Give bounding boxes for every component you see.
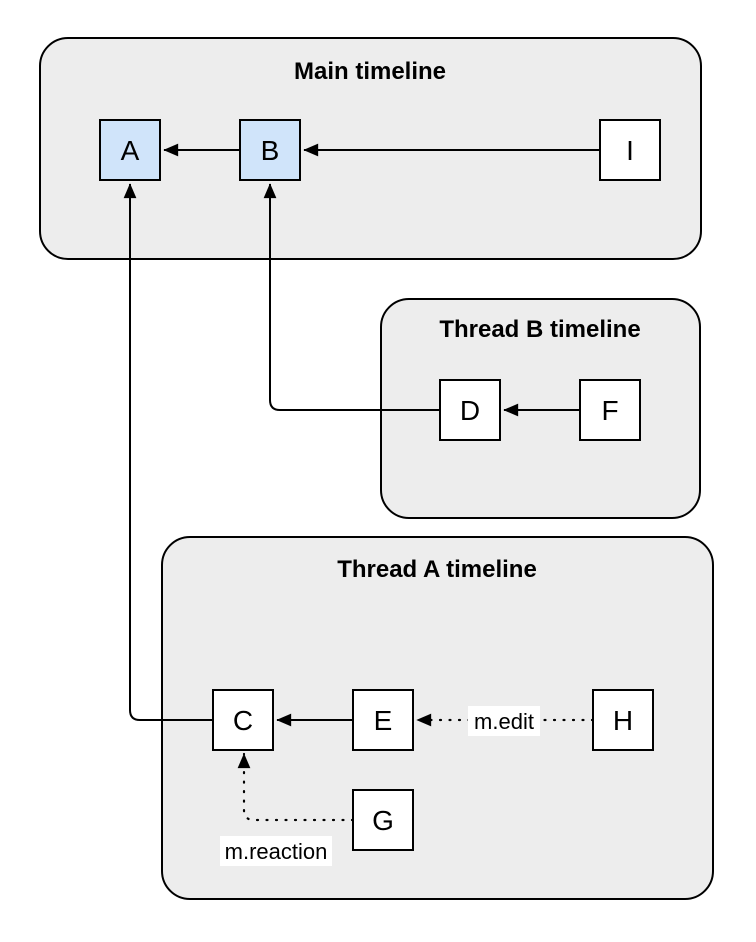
edge-label-m-edit-bg (468, 706, 540, 736)
node-a-label: A (121, 135, 140, 166)
node-a-box (99, 119, 161, 181)
node-e-box (352, 689, 414, 751)
node-f-box (579, 379, 641, 441)
thread-b-timeline-box (380, 298, 701, 519)
edge-label-m-edit-group: m.edit (468, 706, 540, 736)
edge-g-to-c (237, 752, 355, 822)
node-d-box (439, 379, 501, 441)
node-i: I (599, 119, 661, 181)
node-g: G (352, 789, 414, 851)
container-thread-b-timeline: Thread B timeline (380, 298, 701, 519)
node-b-box (239, 119, 301, 181)
node-g-box (352, 789, 414, 851)
container-main-timeline: Main timeline (39, 37, 702, 260)
node-h-label: H (613, 705, 633, 736)
main-timeline-title: Main timeline (294, 58, 446, 85)
node-c: C (212, 689, 274, 751)
thread-b-timeline-title: Thread B timeline (439, 316, 640, 343)
node-f: F (579, 379, 641, 441)
node-a: A (99, 119, 161, 181)
container-thread-a-timeline: Thread A timeline (161, 536, 714, 900)
node-b-label: B (261, 135, 280, 166)
node-c-box (212, 689, 274, 751)
node-i-box (599, 119, 661, 181)
edge-label-m-reaction: m.reaction (225, 839, 328, 864)
node-h: H (592, 689, 654, 751)
main-timeline-box (39, 37, 702, 260)
thread-a-timeline-title: Thread A timeline (337, 556, 537, 583)
edge-label-m-reaction-bg (220, 836, 332, 866)
node-f-label: F (601, 395, 618, 426)
node-h-box (592, 689, 654, 751)
node-g-label: G (372, 805, 394, 836)
edge-label-m-reaction-group: m.reaction (220, 836, 332, 866)
node-e-label: E (374, 705, 393, 736)
edge-d-to-b (263, 183, 440, 411)
thread-a-timeline-box (161, 536, 714, 900)
node-c-label: C (233, 705, 253, 736)
node-i-label: I (626, 135, 634, 166)
node-e: E (352, 689, 414, 751)
edge-label-m-edit: m.edit (474, 709, 534, 734)
node-b: B (239, 119, 301, 181)
node-d-label: D (460, 395, 480, 426)
node-d: D (439, 379, 501, 441)
edge-c-to-a (123, 183, 213, 721)
